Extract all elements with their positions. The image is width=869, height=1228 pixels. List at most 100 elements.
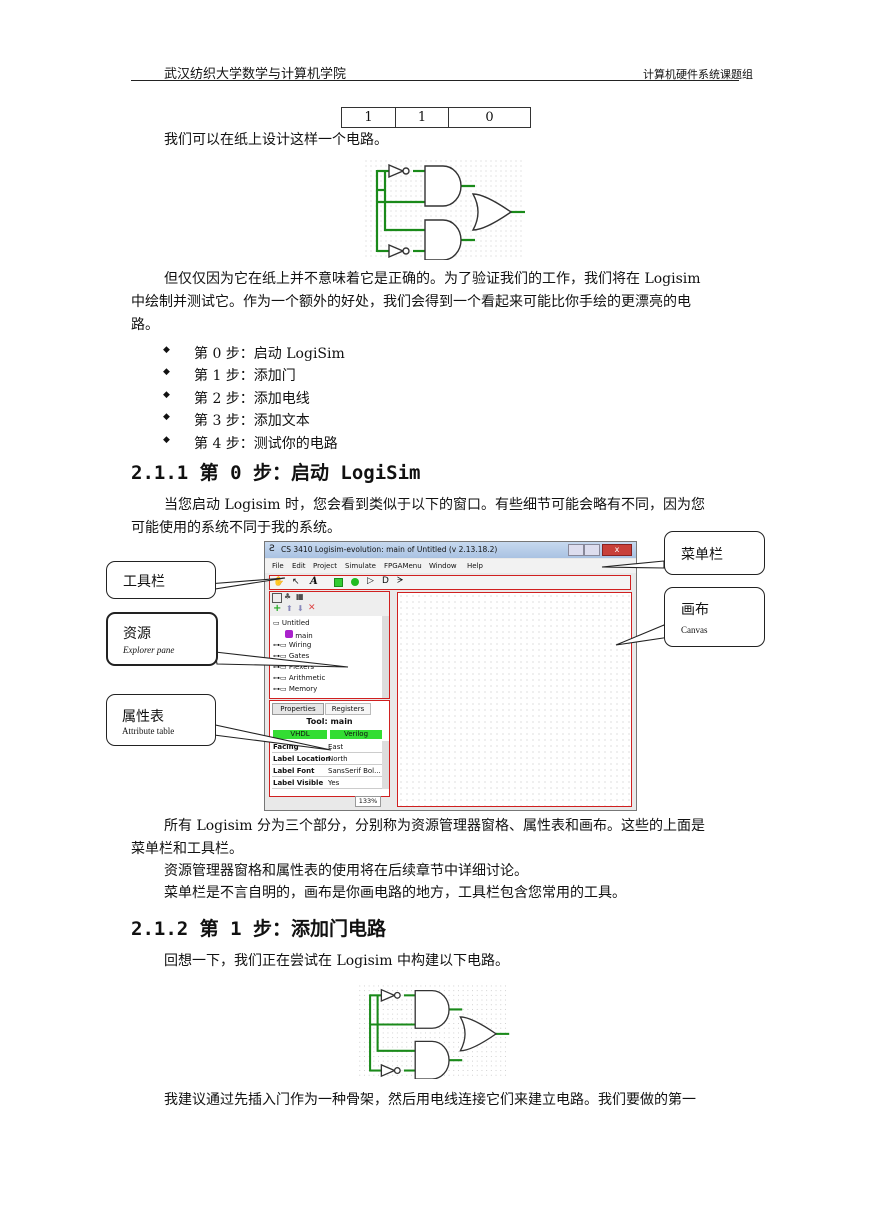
bullet-icon: ◆	[163, 412, 170, 422]
callout-pointers	[182, 560, 671, 751]
menu-item-project[interactable]: Project	[313, 562, 337, 570]
folder-icon: ⊶▭	[273, 663, 287, 671]
header-rule	[131, 80, 739, 81]
toolbox-icon[interactable]	[272, 593, 282, 603]
tree-item[interactable]: ⊶▭ Wiring	[273, 641, 312, 649]
callout-label: 资源	[123, 626, 151, 642]
scrollbar[interactable]	[382, 741, 389, 789]
folder-icon: ⊶▭	[273, 652, 287, 660]
select-tool-icon[interactable]: ↖	[292, 577, 300, 587]
move-down-icon[interactable]: ⬇	[297, 604, 304, 613]
menu-bar: File Edit Project Simulate FPGAMenu Wind…	[265, 559, 636, 573]
truth-cell: 1	[341, 107, 396, 128]
circuit-icon	[285, 630, 293, 638]
menu-item-edit[interactable]: Edit	[292, 562, 306, 570]
paragraph: 但仅仅因为它在纸上并不意味着它是正确的。为了验证我们的工作，我们将在 Logis…	[164, 271, 701, 287]
truth-cell: 1	[395, 107, 449, 128]
circuit-diagram	[365, 160, 525, 260]
tree-item[interactable]: ⊶▭ Memory	[273, 685, 318, 693]
menu-item-simulate[interactable]: Simulate	[345, 562, 376, 570]
folder-icon: ▭	[273, 619, 280, 627]
tab-properties[interactable]: Properties	[272, 703, 324, 715]
move-up-icon[interactable]: ⬆	[286, 604, 293, 613]
circuit-diagram	[358, 985, 510, 1079]
bullet-icon: ◆	[163, 390, 170, 400]
tree-item[interactable]: ⊶▭ Gates	[273, 652, 310, 660]
callout-label: 属性表	[122, 709, 164, 725]
callout-sublabel: Attribute table	[122, 726, 175, 736]
paragraph: 我们可以在纸上设计这样一个电路。	[164, 132, 388, 148]
tree-item[interactable]: main	[285, 630, 313, 640]
simulation-tree-icon[interactable]: ♣	[284, 592, 292, 601]
callout-label: 工具栏	[123, 574, 165, 590]
truth-table-row: 1 1 0	[341, 107, 531, 128]
attribute-pane: Properties Registers Tool: main VHDL Ver…	[269, 700, 390, 797]
toolbar: ✋ ↖ A ▷ D ᗒ	[269, 575, 631, 590]
close-icon[interactable]: x	[602, 544, 632, 556]
and-gate-icon[interactable]: D	[382, 576, 389, 586]
zoom-field[interactable]: 133%	[355, 796, 381, 807]
paragraph: 当您启动 Logisim 时，您会看到类似于以下的窗口。有些细节可能会略有不同，…	[164, 497, 706, 513]
callout-toolbar: 工具栏	[106, 561, 216, 599]
header-right: 计算机硬件系统课题组	[643, 68, 753, 81]
paragraph: 可能使用的系统不同于我的系统。	[131, 520, 341, 536]
tool-title: Tool: main	[306, 717, 353, 726]
paragraph: 中绘制并测试它。作为一个额外的好处，我们会得到一个看起来可能比你手绘的更漂亮的电	[131, 294, 691, 310]
truth-cell: 0	[448, 107, 531, 128]
poke-tool-icon[interactable]: ✋	[273, 577, 285, 587]
app-icon: Ƨ	[269, 544, 275, 554]
output-pin-icon[interactable]	[351, 578, 359, 586]
paragraph: 菜单栏是不言自明的，画布是你画电路的地方，工具栏包含您常用的工具。	[164, 885, 626, 901]
window-title: CS 3410 Logisim-evolution: main of Untit…	[281, 545, 498, 554]
folder-icon: ⊶▭	[273, 674, 287, 682]
input-pin-icon[interactable]	[334, 578, 343, 587]
tree-item[interactable]: ⊶▭ Arithmetic	[273, 674, 326, 682]
bullet-icon: ◆	[163, 367, 170, 377]
explorer-toolbar: ♣ ▦ + ⬆ ⬇ ✕	[270, 592, 389, 616]
tree-item[interactable]: ⊶▭ Plexers	[273, 663, 314, 671]
menu-item-file[interactable]: File	[272, 562, 284, 570]
not-gate-icon[interactable]: ▷	[367, 576, 374, 586]
callout-label: 画布	[681, 602, 709, 618]
logisim-screenshot: Ƨ CS 3410 Logisim-evolution: main of Unt…	[264, 541, 637, 811]
paragraph: 所有 Logisim 分为三个部分，分别称为资源管理器窗格、属性表和画布。这些的…	[164, 818, 706, 834]
section-heading: 2.1.1 第 0 步：启动 LogiSim	[131, 462, 421, 484]
bullet-icon: ◆	[163, 435, 170, 445]
or-gate-icon[interactable]: ᗒ	[397, 576, 404, 586]
paragraph: 我建议通过先插入门作为一种骨架，然后用电线连接它们来建立电路。我们要做的第一	[164, 1092, 696, 1108]
callout-explorer: 资源 Explorer pane	[106, 612, 218, 666]
verilog-button[interactable]: Verilog	[330, 730, 382, 739]
menu-item-window[interactable]: Window	[429, 562, 457, 570]
delete-icon[interactable]: ✕	[308, 603, 316, 613]
header-left: 武汉纺织大学数学与计算机学院	[164, 67, 347, 82]
tab-registers[interactable]: Registers	[325, 703, 371, 715]
add-circuit-icon[interactable]: +	[273, 603, 282, 614]
maximize-icon[interactable]	[584, 544, 600, 556]
folder-icon: ⊶▭	[273, 641, 287, 649]
title-bar: Ƨ CS 3410 Logisim-evolution: main of Unt…	[265, 542, 636, 558]
menu-item-fpgamenu[interactable]: FPGAMenu	[384, 562, 422, 570]
hierarchy-icon[interactable]: ▦	[296, 592, 304, 601]
paragraph: 菜单栏和工具栏。	[131, 841, 243, 857]
paragraph: 回想一下，我们正在尝试在 Logisim 中构建以下电路。	[164, 953, 510, 969]
minimize-icon[interactable]	[568, 544, 584, 556]
paragraph: 资源管理器窗格和属性表的使用将在后续章节中详细讨论。	[164, 863, 528, 879]
scrollbar[interactable]	[382, 616, 389, 698]
callout-sublabel: Canvas	[681, 625, 708, 635]
callout-sublabel: Explorer pane	[123, 645, 175, 655]
callout-menubar: 菜单栏	[664, 531, 765, 575]
callout-label: 菜单栏	[681, 547, 723, 563]
canvas[interactable]	[397, 592, 632, 807]
vhdl-button[interactable]: VHDL	[273, 730, 327, 739]
folder-icon: ⊶▭	[273, 685, 287, 693]
tree-item[interactable]: ▭ Untitled	[273, 619, 310, 627]
callout-canvas: 画布 Canvas	[664, 587, 765, 647]
text-tool-icon[interactable]: A	[310, 576, 318, 587]
menu-item-help[interactable]: Help	[467, 562, 483, 570]
explorer-pane: ♣ ▦ + ⬆ ⬇ ✕ ▭ Untitled main ⊶▭ Wiring ⊶▭…	[269, 591, 390, 699]
callout-attribute-table: 属性表 Attribute table	[106, 694, 216, 746]
